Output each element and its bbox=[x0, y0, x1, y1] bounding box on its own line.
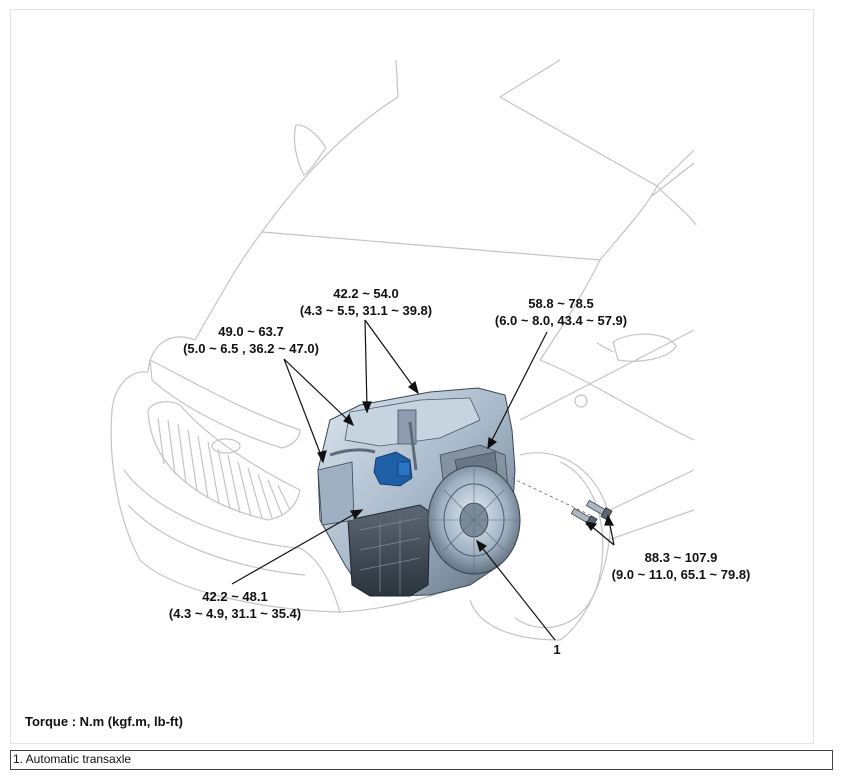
torque-range: 49.0 ~ 63.7 bbox=[218, 324, 284, 339]
torque-detail: (5.0 ~ 6.5 , 36.2 ~ 47.0) bbox=[183, 341, 319, 356]
part-number-label: 1 bbox=[553, 642, 561, 657]
bolt-icon bbox=[585, 499, 613, 521]
torque-detail: (9.0 ~ 11.0, 65.1 ~ 79.8) bbox=[611, 567, 751, 582]
torque-detail: (4.3 ~ 5.5, 31.1 ~ 39.8) bbox=[299, 303, 433, 318]
figure-frame bbox=[10, 9, 814, 744]
torque-range: 88.3 ~ 107.9 bbox=[644, 550, 718, 565]
oil-pan bbox=[347, 504, 431, 597]
callout-lower-left: 42.2 ~ 48.1 (4.3 ~ 4.9, 31.1 ~ 35.4) bbox=[150, 588, 320, 622]
solenoid-connector bbox=[373, 451, 413, 487]
legend-caption: 1. Automatic transaxle bbox=[10, 750, 833, 770]
torque-detail: (4.3 ~ 4.9, 31.1 ~ 35.4) bbox=[168, 606, 302, 621]
leader-lines bbox=[231, 319, 615, 641]
callout-upper-center: 42.2 ~ 54.0 (4.3 ~ 5.5, 31.1 ~ 39.8) bbox=[296, 285, 436, 319]
torque-unit-note: Torque : N.m (kgf.m, lb-ft) bbox=[25, 714, 183, 729]
transaxle-assembly bbox=[317, 387, 591, 597]
torque-range: 42.2 ~ 54.0 bbox=[333, 286, 399, 301]
torque-range: 42.2 ~ 48.1 bbox=[202, 589, 268, 604]
mounting-bolts bbox=[570, 499, 613, 529]
callout-lower-right: 88.3 ~ 107.9 (9.0 ~ 11.0, 65.1 ~ 79.8) bbox=[588, 549, 774, 583]
callout-upper-right: 58.8 ~ 78.5 (6.0 ~ 8.0, 43.4 ~ 57.9) bbox=[476, 295, 646, 329]
torque-range: 58.8 ~ 78.5 bbox=[528, 296, 594, 311]
torque-detail: (6.0 ~ 8.0, 43.4 ~ 57.9) bbox=[494, 313, 628, 328]
callout-upper-left: 49.0 ~ 63.7 (5.0 ~ 6.5 , 36.2 ~ 47.0) bbox=[166, 323, 336, 357]
vehicle-outline bbox=[110, 59, 697, 641]
